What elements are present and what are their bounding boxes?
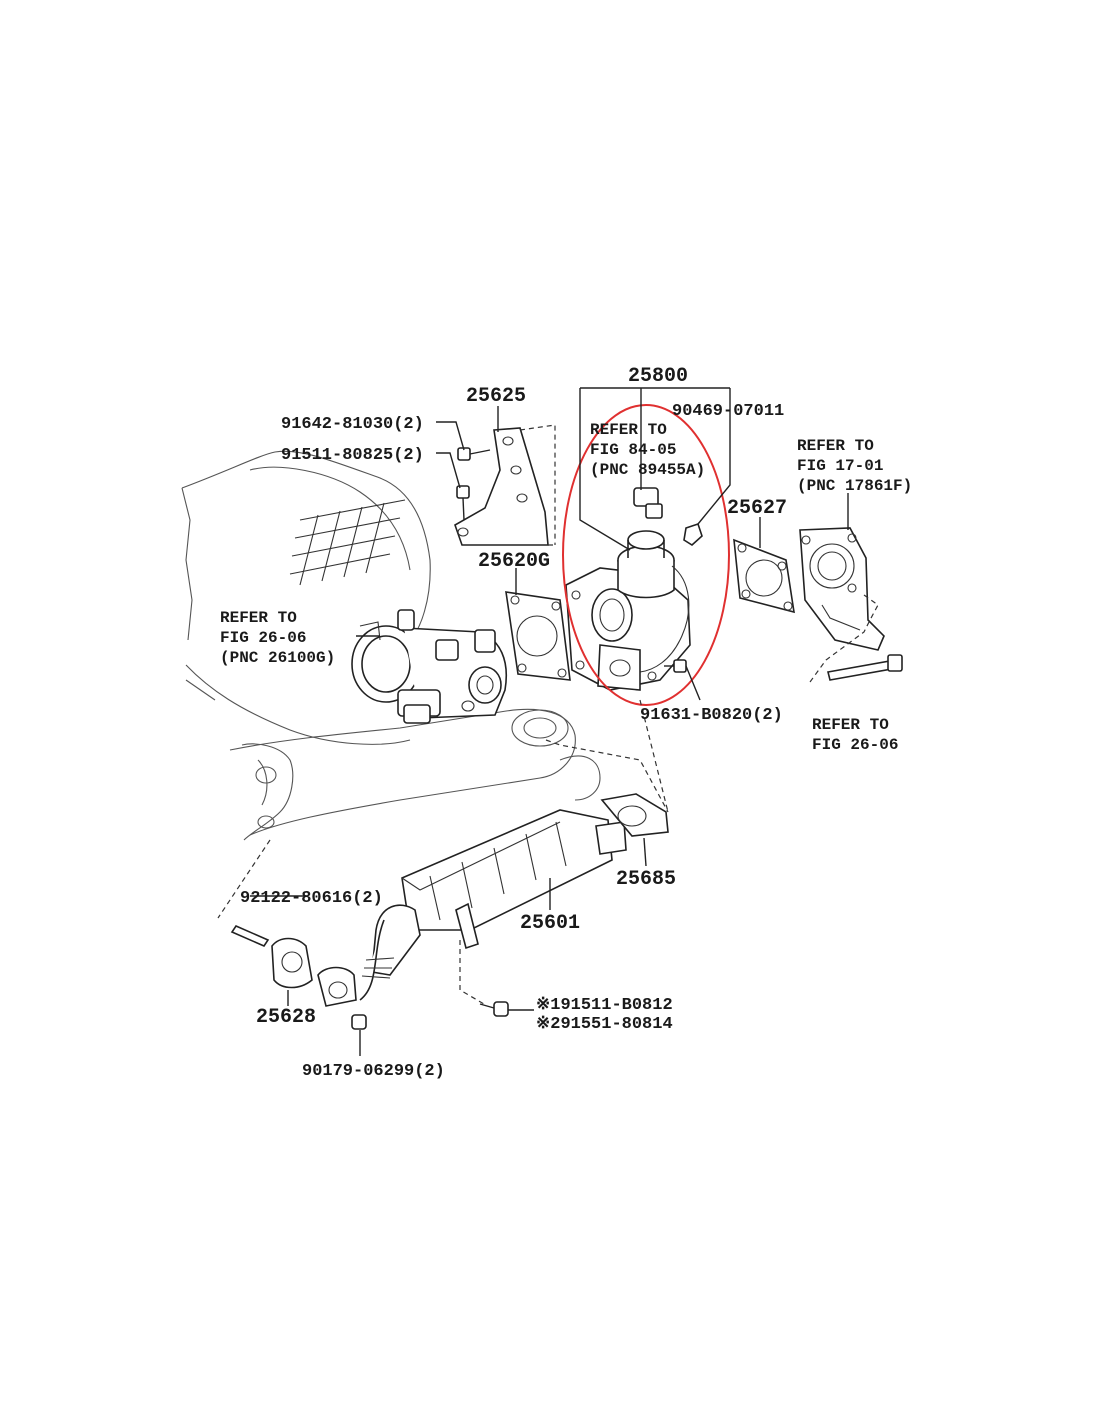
label-90179-06299: 90179-06299(2) [302,1062,445,1081]
bolt-icon [230,924,509,1030]
label-91642-81030: 91642-81030(2) [281,415,424,434]
gasket-icon [271,937,313,989]
gasket-icon [505,591,571,681]
label-refer-to-17-01-line2: FIG 17-01 [797,457,883,475]
label-refer-to-26-06b-line1: REFER TO [812,716,889,734]
intake-manifold-icon [181,450,601,841]
gasket-icon [600,793,669,837]
label-refer-to-17-01-line1: REFER TO [797,437,874,455]
clip-icon [683,522,703,546]
label-25628: 25628 [256,1006,316,1029]
label-refer-to-84-05-line2: FIG 84-05 [590,441,676,459]
outlet-pipe-icon [799,527,885,651]
flange-icon [317,966,357,1007]
highlight-ellipse [562,404,730,706]
label-291551-80814: ※291551-80814 [536,1015,673,1034]
label-25800: 25800 [628,365,688,388]
label-refer-to-26-06-line2: FIG 26-06 [220,629,306,647]
egr-cooler-icon [359,809,627,1001]
bolt-icon [456,447,491,521]
label-refer-to-84-05-line3: (PNC 89455A) [590,461,705,479]
label-25625: 25625 [466,385,526,408]
egr-valve-icon [565,487,691,691]
bolt-icon [827,654,903,681]
label-refer-to-26-06-line3: (PNC 26100G) [220,649,335,667]
label-25601: 25601 [520,912,580,935]
leader-lines [250,387,849,1056]
label-refer-to-84-05-line1: REFER TO [590,421,667,439]
label-191511-B0812: ※191511-B0812 [536,996,673,1015]
dashed-connectors [217,699,669,1005]
label-refer-to-17-01-line3: (PNC 17861F) [797,477,912,495]
label-25627: 25627 [727,497,787,520]
label-25620G: 25620G [478,550,550,573]
label-91511-80825: 91511-80825(2) [281,446,424,465]
label-25685: 25685 [616,868,676,891]
label-refer-to-26-06-line1: REFER TO [220,609,297,627]
bolt-icon [664,659,687,673]
label-92122-80616: 92122-80616(2) [240,889,383,908]
throttle-body-icon [351,609,507,724]
bracket-icon [454,427,549,546]
label-refer-to-26-06b-line2: FIG 26-06 [812,736,898,754]
label-90469-07011: 90469-07011 [672,402,784,421]
gasket-icon [733,538,795,614]
label-91631-B0820: 91631-B0820(2) [640,706,783,725]
